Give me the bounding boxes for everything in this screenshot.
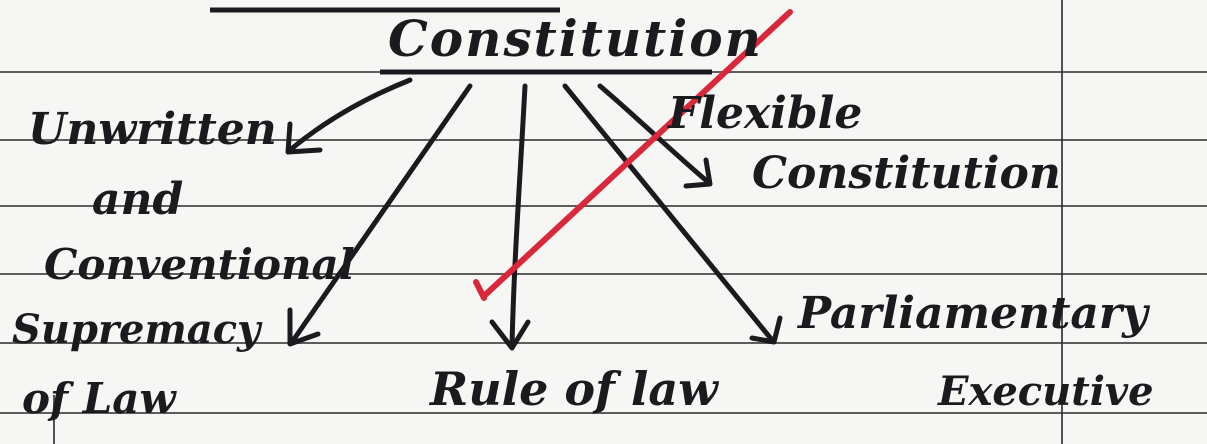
arrow-to-parliamentary (562, 83, 783, 345)
rule-of-law-label: Rule of law (430, 362, 718, 416)
flexible-line-1: Flexible (668, 88, 863, 139)
arrow-to-rule-of-law (489, 83, 531, 351)
unwritten-line-2: and (92, 174, 184, 225)
flexible-line-2: Constitution (752, 148, 1061, 199)
red-strike-mark (473, 9, 793, 301)
parliamentary-line-1: Parliamentary (798, 288, 1148, 339)
root-node-label: Constitution (388, 9, 763, 68)
supremacy-line-1: Supremacy (12, 306, 261, 353)
supremacy-line-2: of Law (22, 374, 176, 423)
unwritten-line-3: Conventional (44, 240, 355, 289)
arrow-to-unwritten (285, 77, 413, 155)
unwritten-line-1: Unwritten (28, 104, 277, 155)
arrow-to-supremacy (287, 83, 473, 347)
parliamentary-line-2: Executive (938, 368, 1154, 415)
ruled-lines (0, 71, 1207, 414)
